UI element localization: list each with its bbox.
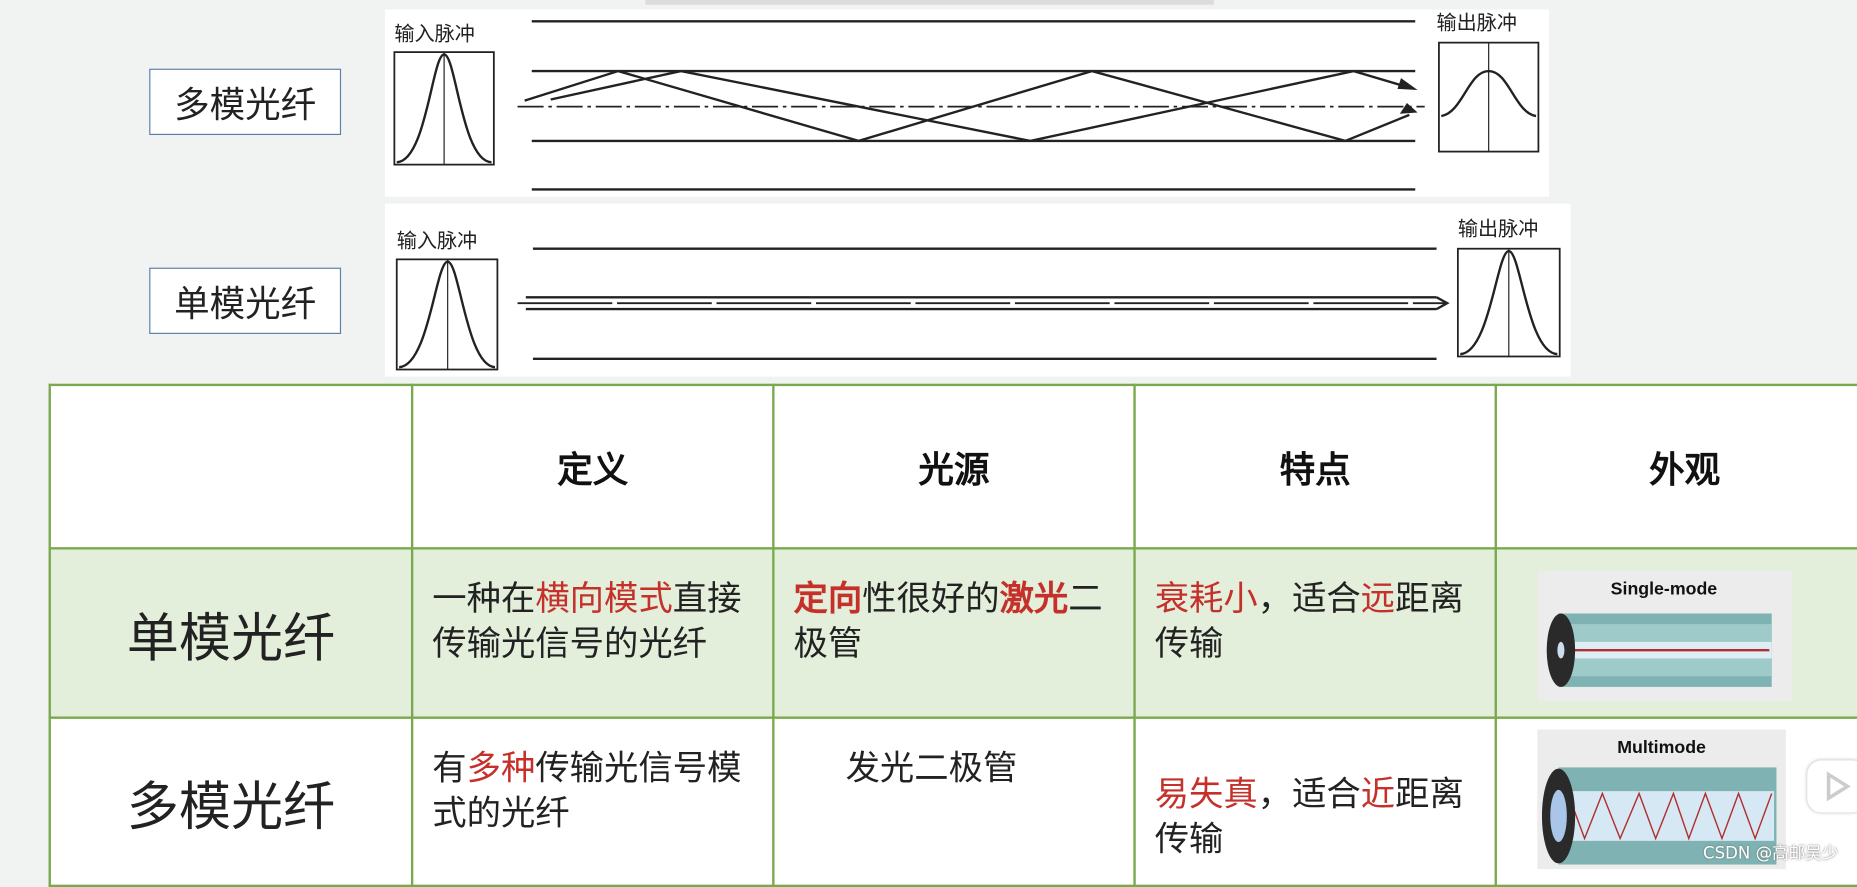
cell-text: 有 [432,747,467,788]
highlighted-text: 横向模式 [535,577,673,619]
cell-text: 一种在 [432,577,536,619]
fiber-comparison-table: 定义 光源 特点 外观 单模光纤 一种在横向模式直接传输光信号的光纤 定向性很好… [48,383,1857,887]
source-cell: 定向性很好的激光二极管 [772,547,1136,719]
cell-text: 发光二极管 [845,747,1018,788]
multimode-label: 多模光纤 [149,68,342,136]
table-header-row: 定义 光源 特点 外观 [48,383,1857,550]
cell-text: 传输光信号模式的光纤 [432,747,742,833]
header-cell [48,383,414,550]
highlighted-text: 近 [1360,773,1396,814]
highlighted-text: 易失真 [1154,773,1258,814]
play-icon [1826,771,1851,802]
cell-text: ，适合 [1257,773,1361,814]
row-label: 多模光纤 [48,716,414,887]
cell-text: 性很好的 [862,577,1000,619]
appearance-cell: Multimode [1494,716,1857,887]
source-cell: 发光二极管 [772,716,1136,887]
output-pulse-label: 输出脉冲 [1458,217,1539,241]
cell-text: 距离传输 [1154,773,1464,859]
cell-text: ，适合 [1257,577,1361,619]
feature-cell: 衰耗小，适合远距离传输 [1133,547,1497,719]
table-row: 多模光纤 有多种传输光信号模式的光纤 发光二极管 易失真，适合近距离传输 Mul… [48,716,1857,887]
cell-text: 距离传输 [1154,577,1464,664]
header-definition: 定义 [410,383,775,550]
multimode-diagram: 输入脉冲 输出脉冲 [384,9,1550,197]
watermark: CSDN @高邮吴少 [1703,844,1839,864]
definition-cell: 一种在横向模式直接传输光信号的光纤 [410,547,775,719]
appearance-caption: Single-mode [1611,579,1718,599]
input-pulse-label: 输入脉冲 [394,21,475,45]
definition-cell: 有多种传输光信号模式的光纤 [410,716,775,887]
row-label: 单模光纤 [48,547,414,719]
cell-text: 直接传输光信号的光纤 [432,577,742,664]
appearance-caption: Multimode [1617,737,1706,757]
cell-text: 二极管 [793,577,1103,664]
top-tab-strip [645,0,1214,5]
singlemode-diagram: 输入脉冲 输出脉冲 [384,203,1571,377]
output-pulse-label: 输出脉冲 [1437,11,1518,35]
appearance-cell: Single-mode [1494,547,1857,719]
header-appearance: 外观 [1494,383,1857,550]
table-row: 单模光纤 一种在横向模式直接传输光信号的光纤 定向性很好的激光二极管 衰耗小，适… [48,547,1857,719]
multimode-fiber-image: Multimode [1537,729,1786,870]
singlemode-fiber-image: Single-mode [1537,570,1792,702]
header-light-source: 光源 [772,383,1136,550]
header-features: 特点 [1133,383,1497,550]
highlighted-text: 衰耗小 [1154,577,1258,619]
input-pulse-label: 输入脉冲 [397,229,478,253]
highlighted-text: 多种 [466,747,536,788]
feature-cell: 易失真，适合近距离传输 [1133,716,1497,887]
play-button[interactable] [1807,760,1857,813]
highlighted-text: 激光 [999,577,1069,619]
highlighted-text: 定向 [793,577,863,619]
singlemode-label: 单模光纤 [149,267,342,334]
highlighted-text: 远 [1360,577,1396,619]
